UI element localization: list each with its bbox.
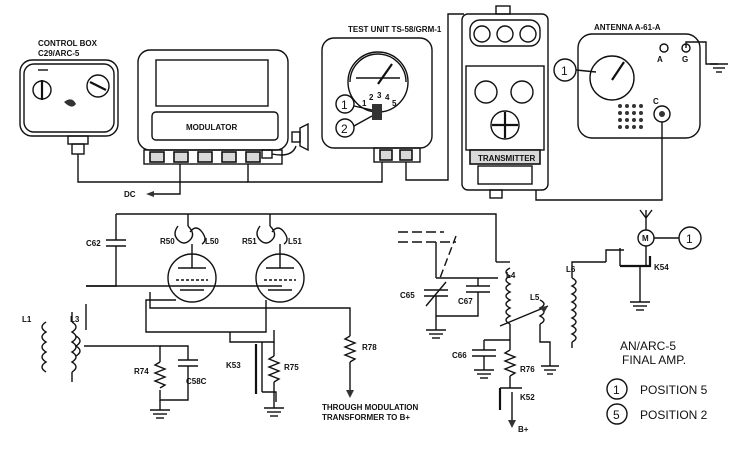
antenna-meter-icon bbox=[589, 55, 635, 101]
l6-label: L6 bbox=[566, 265, 576, 274]
selector-position: 2 bbox=[369, 93, 374, 102]
legend-symbol: 5 bbox=[613, 408, 620, 422]
c66-label: C66 bbox=[452, 351, 467, 360]
k54-label: K54 bbox=[654, 263, 669, 272]
modulator-unit: MODULATOR bbox=[137, 49, 289, 165]
legend-symbol-1-icon bbox=[606, 378, 628, 400]
bplus-label: B+ bbox=[518, 425, 529, 434]
k52-label: K52 bbox=[520, 393, 535, 402]
diagram-title: AN/ARC-5 FINAL AMP. bbox=[620, 339, 686, 367]
l4-label: L4 bbox=[506, 271, 516, 280]
selector-position: 5 bbox=[392, 99, 397, 108]
callout-1-text: 1 bbox=[686, 232, 693, 246]
antenna-label: ANTENNA A-61-A bbox=[594, 23, 661, 32]
schematic: C62 R50 L50 R51 L51 L1 L3 bbox=[22, 209, 702, 434]
note-line-2: TRANSFORMER TO B+ bbox=[322, 413, 410, 422]
selector-switch-icon bbox=[372, 104, 382, 120]
transmitter-label: TRANSMITTER bbox=[478, 154, 536, 163]
l51-label: L51 bbox=[288, 237, 302, 246]
switch-lever-icon bbox=[64, 99, 76, 107]
r76-label: R76 bbox=[520, 365, 535, 374]
control-box: CONTROL BOX C29/ARC-5 bbox=[19, 39, 119, 155]
m-label: M bbox=[642, 234, 649, 243]
title-line-1: AN/ARC-5 bbox=[620, 339, 676, 353]
l50-label: L50 bbox=[205, 237, 219, 246]
r51-label: R51 bbox=[242, 237, 257, 246]
r74-label: R74 bbox=[134, 367, 149, 376]
selector-position: 3 bbox=[377, 91, 382, 100]
legend: 1 POSITION 5 5 POSITION 2 bbox=[606, 378, 708, 425]
dc-label: DC bbox=[124, 190, 136, 199]
control-box-model: C29/ARC-5 bbox=[38, 49, 80, 58]
meter-icon bbox=[349, 53, 407, 83]
r78-label: R78 bbox=[362, 343, 377, 352]
callout-2-text: 2 bbox=[341, 122, 348, 136]
volume-dial-icon bbox=[86, 74, 110, 98]
callout-1-icon bbox=[335, 94, 355, 114]
k53-label: K53 bbox=[226, 361, 241, 370]
callout-1-text: 1 bbox=[561, 64, 568, 78]
antenna-terminal-g: G bbox=[682, 55, 688, 64]
legend-symbol: 1 bbox=[613, 383, 620, 397]
title-line-2: FINAL AMP. bbox=[622, 353, 686, 367]
l1-label: L1 bbox=[22, 315, 32, 324]
antenna-unit: ANTENNA A-61-A A G C 1 bbox=[553, 23, 701, 139]
l3-label: L3 bbox=[70, 315, 80, 324]
control-box-label: CONTROL BOX bbox=[38, 39, 98, 48]
c58c-label: C58C bbox=[186, 377, 207, 386]
callout-1-text: 1 bbox=[341, 98, 348, 112]
c65-label: C65 bbox=[400, 291, 415, 300]
transmitter-unit: TRANSMITTER bbox=[461, 5, 549, 199]
callout-2-icon bbox=[335, 118, 355, 138]
selector-position: 1 bbox=[362, 99, 367, 108]
speaker-grille bbox=[618, 104, 643, 129]
r75-label: R75 bbox=[284, 363, 299, 372]
legend-symbol-5-icon bbox=[606, 403, 628, 425]
selector-position: 4 bbox=[385, 93, 390, 102]
antenna-terminal-c: C bbox=[653, 97, 659, 106]
test-unit-label: TEST UNIT TS-58/GRM-1 bbox=[348, 25, 442, 34]
l5-label: L5 bbox=[530, 293, 540, 302]
legend-text: POSITION 2 bbox=[640, 408, 708, 422]
c67-label: C67 bbox=[458, 297, 473, 306]
modulator-label: MODULATOR bbox=[186, 123, 237, 132]
antenna-terminal-a: A bbox=[657, 55, 663, 64]
legend-text: POSITION 5 bbox=[640, 383, 708, 397]
note-line-1: THROUGH MODULATION bbox=[322, 403, 419, 412]
r50-label: R50 bbox=[160, 237, 175, 246]
c62-label: C62 bbox=[86, 239, 101, 248]
speaker-icon bbox=[271, 122, 309, 156]
test-unit: TEST UNIT TS-58/GRM-1 1 2 3 4 5 1 2 bbox=[321, 25, 442, 163]
